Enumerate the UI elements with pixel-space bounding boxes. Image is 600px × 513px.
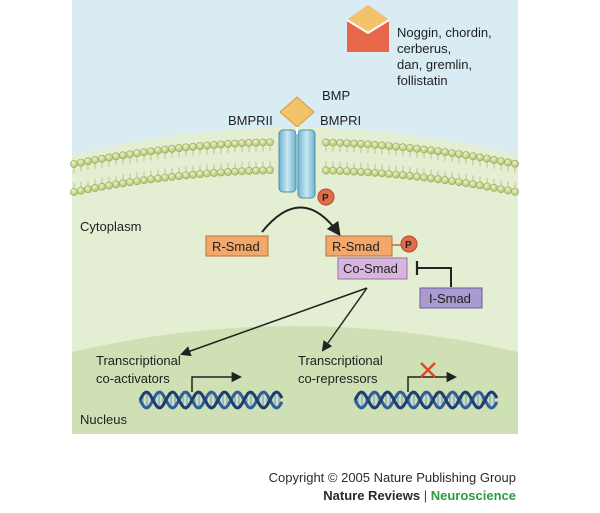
journal-name: Neuroscience [430,488,516,503]
dna-helix-icon [353,390,499,410]
blocked-transcription-icon [420,362,436,378]
phosphorylation-arrow [261,206,341,237]
bmp-receptor-complex [278,96,316,199]
i-smad-box: I-Smad [419,287,483,309]
bmp-antagonist-icon [346,5,390,52]
r-smad-active-label: R-Smad [332,239,380,254]
copyright-notice: Copyright © 2005 Nature Publishing Group [268,470,516,485]
smad-phosphate-label: P [405,240,412,251]
transcription-repressed-arrow [407,371,458,392]
smad-phosphate-icon [400,235,418,253]
bmp-ligand-icon [279,96,315,128]
journal-brand: Nature Reviews | Neuroscience [0,488,516,503]
co-smad-label: Co-Smad [343,261,398,276]
co-smad-box: Co-Smad [337,257,408,280]
bmp-label: BMP [322,88,350,103]
r-smad-inactive-label: R-Smad [212,239,260,254]
coactivators-label: Transcriptional co-activators [96,353,184,386]
r-smad-inactive-box: R-Smad [205,235,269,257]
arrow-to-corepressors [321,287,368,352]
i-smad-inhibition-line [417,267,452,287]
bmprii-receptor [278,129,297,193]
antagonists-label: Noggin, chordin, cerberus, dan, gremlin,… [397,25,495,88]
brand-separator: | [423,488,428,503]
receptor-phosphate-label: P [322,193,329,204]
nucleus-label: Nucleus [80,412,127,427]
bmpri-label: BMPRI [320,113,361,128]
journal-family: Nature Reviews [323,488,421,503]
cytoplasm-label: Cytoplasm [80,219,141,234]
bmprii-label: BMPRII [228,113,273,128]
dna-helix-icon [138,390,284,410]
bmpri-receptor [297,129,316,199]
receptor-phosphate-icon [317,188,335,206]
arrow-to-coactivators [180,287,368,357]
transcription-active-arrow [191,371,243,392]
i-smad-label: I-Smad [429,291,471,306]
cell-membrane [70,138,519,196]
corepressors-label: Transcriptional co-repressors [298,353,386,386]
r-smad-active-box: R-Smad [325,235,393,257]
